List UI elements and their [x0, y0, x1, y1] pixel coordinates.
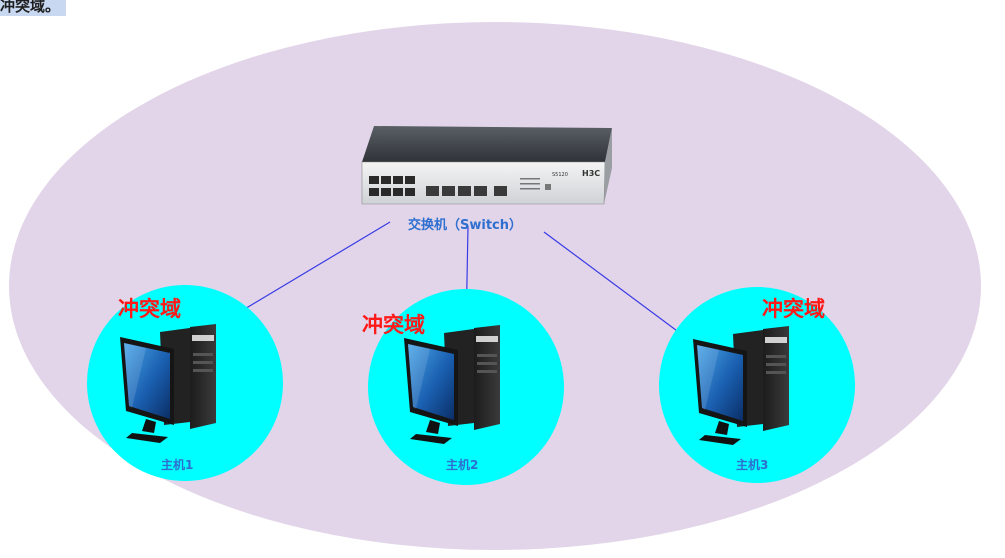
collision-domain-label-1: 冲突域 — [118, 297, 181, 321]
host-label-1: 主机1 — [161, 458, 194, 472]
host-label-3: 主机3 — [736, 458, 769, 472]
switch-model-text: S5120 — [552, 172, 568, 178]
host-label-2: 主机2 — [446, 458, 479, 472]
collision-domain-label-2: 冲突域 — [362, 313, 425, 337]
switch-icon: H3C S5120 — [361, 126, 612, 205]
switch-caption: 交换机（Switch） — [408, 218, 523, 233]
top-text-fragment: 冲突域。 — [0, 0, 67, 16]
switch-brand-text: H3C — [582, 169, 600, 178]
collision-domain-label-3: 冲突域 — [762, 297, 825, 321]
link-switch-host3 — [543, 231, 693, 343]
